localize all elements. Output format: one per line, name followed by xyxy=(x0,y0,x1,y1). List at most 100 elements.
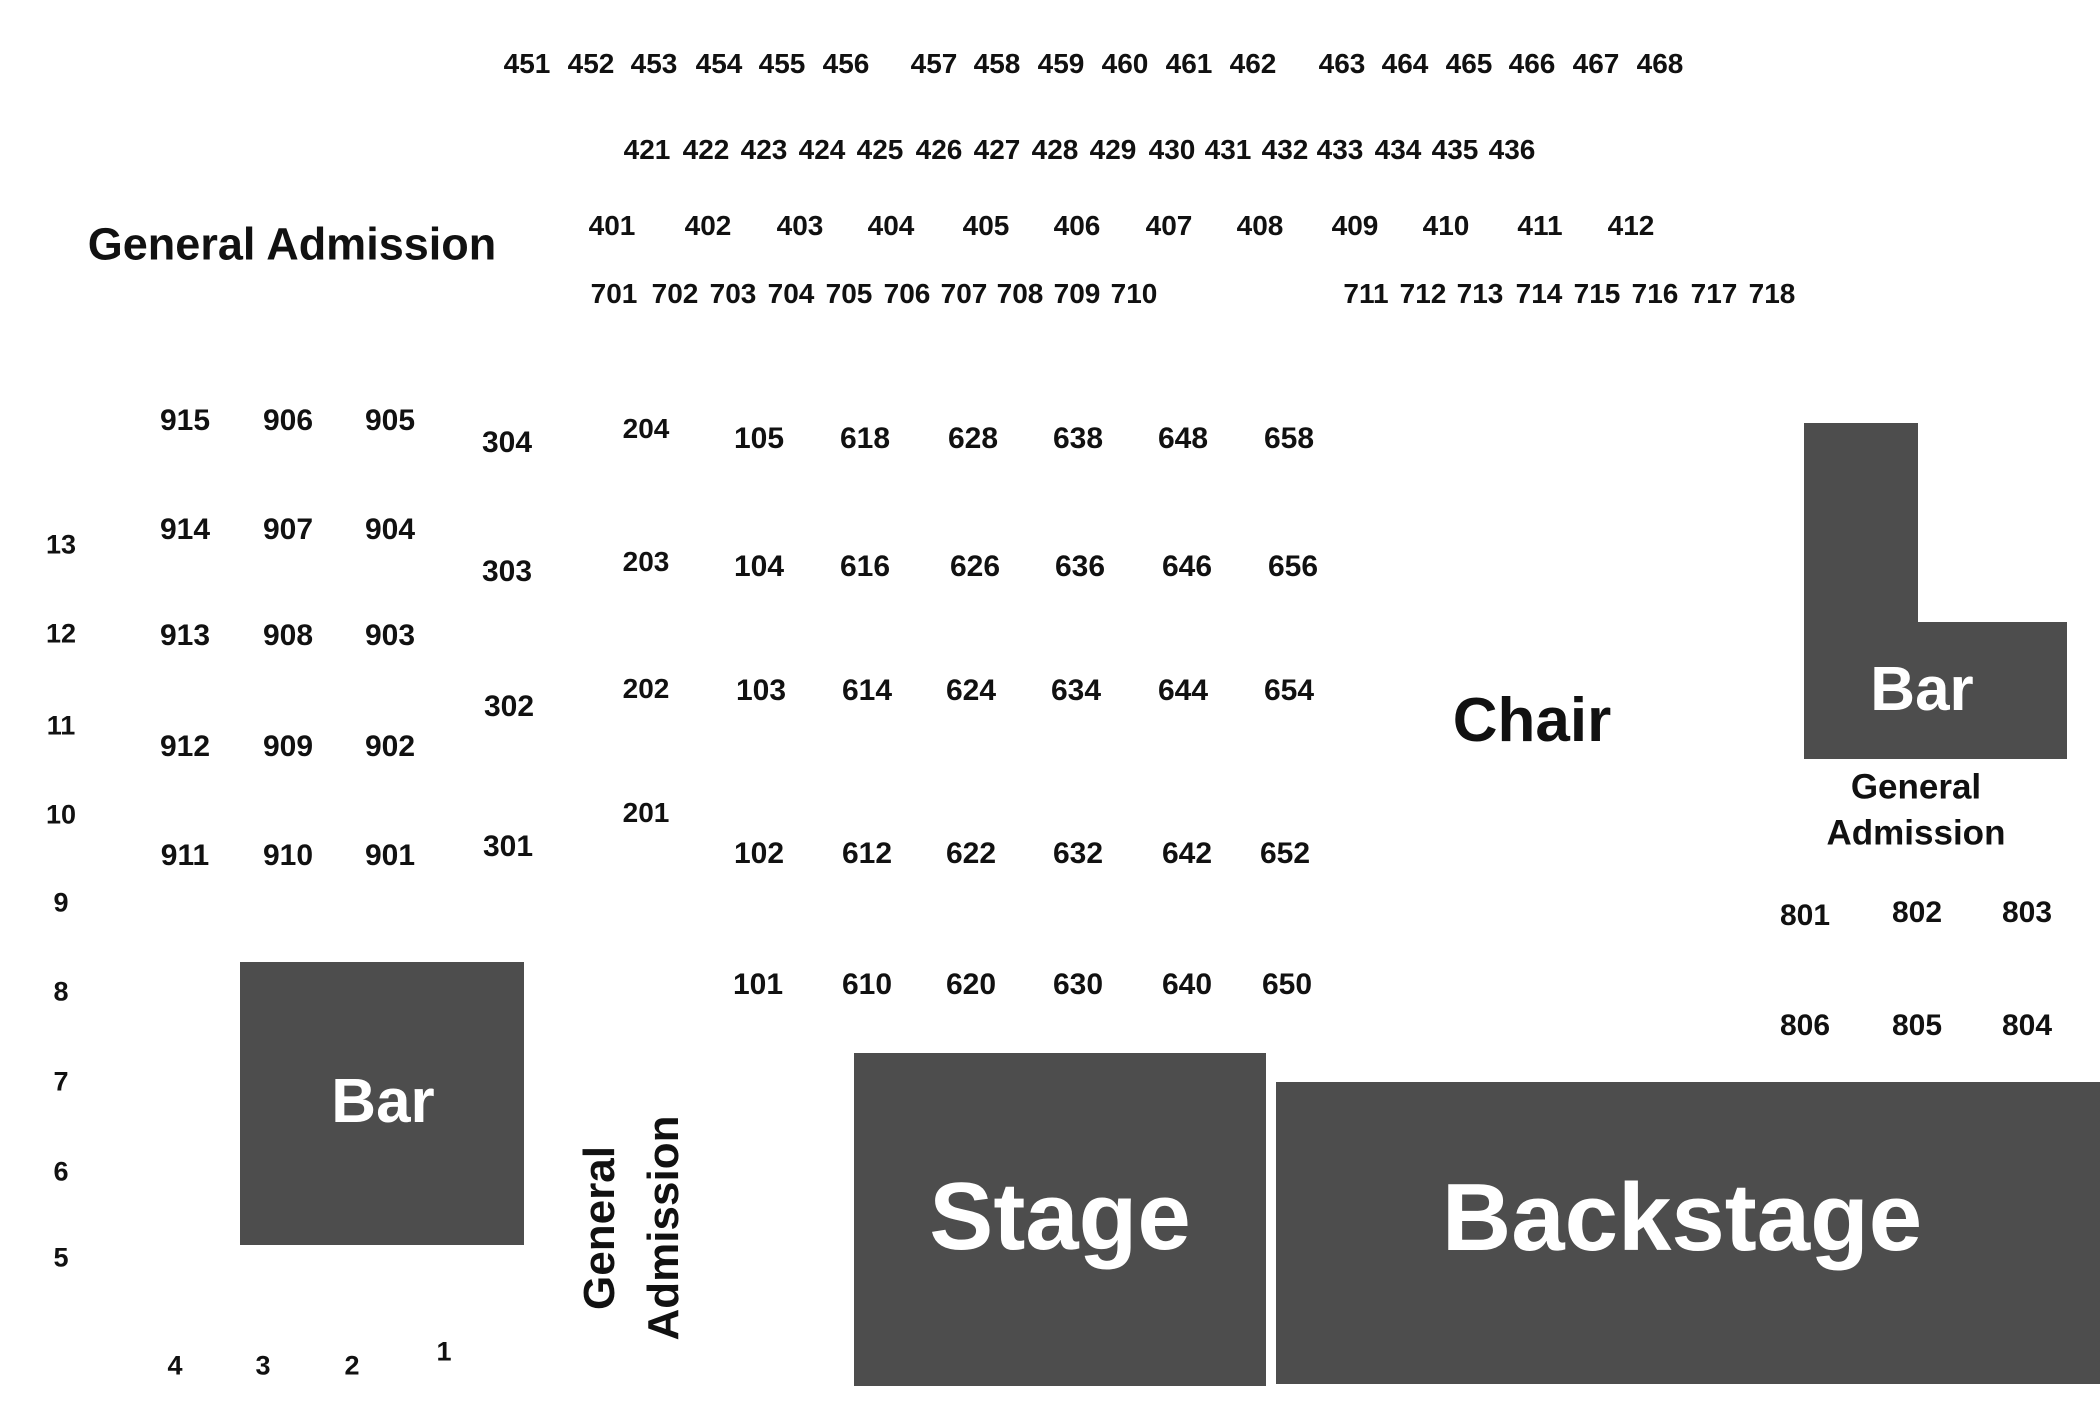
section-label-403: 403 xyxy=(776,210,824,241)
section-label-804: 804 xyxy=(2001,1009,2053,1042)
section-label-422: 422 xyxy=(682,134,730,165)
section-label-712: 712 xyxy=(1399,278,1447,309)
section-label-462: 462 xyxy=(1229,48,1277,79)
section-label-411: 411 xyxy=(1517,210,1563,241)
section-label-10: 10 xyxy=(45,799,77,830)
section-label-906: 906 xyxy=(262,404,314,437)
section-label-616: 616 xyxy=(839,550,891,583)
section-label-101: 101 xyxy=(732,968,784,1001)
section-label-902: 902 xyxy=(364,730,416,763)
section-label-705: 705 xyxy=(825,278,873,309)
section-label-459: 459 xyxy=(1037,48,1085,79)
section-label-7: 7 xyxy=(53,1066,69,1097)
section-label-706: 706 xyxy=(883,278,931,309)
section-label-454: 454 xyxy=(695,48,743,79)
section-label-708: 708 xyxy=(996,278,1044,309)
general-admission-label-top: General Admission xyxy=(87,218,497,270)
section-label-802: 802 xyxy=(1891,896,1943,929)
section-label-427: 427 xyxy=(973,134,1021,165)
section-label-433: 433 xyxy=(1316,134,1364,165)
section-label-620: 620 xyxy=(945,968,997,1001)
section-label-431: 431 xyxy=(1204,134,1252,165)
section-label-915: 915 xyxy=(159,404,211,437)
section-label-304: 304 xyxy=(481,426,533,459)
section-label-640: 640 xyxy=(1161,968,1213,1001)
chair-area-label: Chair xyxy=(1452,686,1612,755)
section-label-903: 903 xyxy=(364,619,416,652)
section-label-654: 654 xyxy=(1263,674,1315,707)
bar-right-label: Bar xyxy=(1870,655,1974,724)
section-label-610: 610 xyxy=(841,968,893,1001)
section-label-710: 710 xyxy=(1110,278,1158,309)
section-label-803: 803 xyxy=(2001,896,2053,929)
section-label-704: 704 xyxy=(767,278,815,309)
section-label-456: 456 xyxy=(822,48,870,79)
section-label-624: 624 xyxy=(945,674,997,707)
section-label-468: 468 xyxy=(1636,48,1684,79)
section-label-805: 805 xyxy=(1891,1009,1943,1042)
section-label-432: 432 xyxy=(1261,134,1309,165)
section-label-648: 648 xyxy=(1157,422,1209,455)
backstage-block: Backstage xyxy=(1276,1082,2100,1384)
section-label-622: 622 xyxy=(945,837,997,870)
section-label-911: 911 xyxy=(160,839,210,872)
section-label-102: 102 xyxy=(733,837,785,870)
section-label-203: 203 xyxy=(622,546,670,577)
section-label-13: 13 xyxy=(45,529,77,560)
section-label-618: 618 xyxy=(839,422,891,455)
section-label-12: 12 xyxy=(45,618,77,649)
section-label-650: 650 xyxy=(1261,968,1313,1001)
section-label-907: 907 xyxy=(262,513,314,546)
section-label-614: 614 xyxy=(841,674,893,707)
section-label-646: 646 xyxy=(1161,550,1213,583)
section-label-713: 713 xyxy=(1456,278,1504,309)
section-label-632: 632 xyxy=(1052,837,1104,870)
section-label-626: 626 xyxy=(949,550,1001,583)
general-admission-label-vertical: General Admission xyxy=(575,1115,688,1341)
section-label-638: 638 xyxy=(1052,422,1104,455)
section-label-711: 711 xyxy=(1343,278,1389,309)
section-label-1: 1 xyxy=(436,1336,452,1367)
section-label-424: 424 xyxy=(798,134,846,165)
section-label-402: 402 xyxy=(684,210,732,241)
section-label-302: 302 xyxy=(483,690,535,723)
section-label-912: 912 xyxy=(159,730,211,763)
section-label-463: 463 xyxy=(1318,48,1366,79)
section-label-434: 434 xyxy=(1374,134,1422,165)
section-label-707: 707 xyxy=(940,278,988,309)
section-label-104: 104 xyxy=(733,550,785,583)
section-label-430: 430 xyxy=(1148,134,1196,165)
bar-left-label: Bar xyxy=(331,1067,435,1136)
section-label-404: 404 xyxy=(867,210,915,241)
section-label-423: 423 xyxy=(740,134,788,165)
section-label-429: 429 xyxy=(1089,134,1137,165)
section-label-630: 630 xyxy=(1052,968,1104,1001)
section-label-914: 914 xyxy=(159,513,211,546)
general-admission-label-right: General Admission xyxy=(1826,767,2006,853)
section-label-658: 658 xyxy=(1263,422,1315,455)
section-label-202: 202 xyxy=(622,673,670,704)
section-label-714: 714 xyxy=(1515,278,1563,309)
section-label-701: 701 xyxy=(590,278,638,309)
section-label-461: 461 xyxy=(1165,48,1213,79)
section-label-451: 451 xyxy=(503,48,551,79)
section-label-421: 421 xyxy=(623,134,671,165)
section-label-908: 908 xyxy=(262,619,314,652)
bar-right-block-lower: Bar xyxy=(1804,622,2067,759)
section-label-301: 301 xyxy=(482,830,534,863)
section-label-642: 642 xyxy=(1161,837,1213,870)
section-label-466: 466 xyxy=(1508,48,1556,79)
section-label-718: 718 xyxy=(1748,278,1796,309)
stage-block: Stage xyxy=(854,1053,1266,1386)
stage-label: Stage xyxy=(929,1163,1191,1270)
section-label-408: 408 xyxy=(1236,210,1284,241)
section-label-910: 910 xyxy=(262,839,314,872)
section-label-8: 8 xyxy=(53,976,69,1007)
section-label-656: 656 xyxy=(1267,550,1319,583)
section-label-452: 452 xyxy=(567,48,615,79)
section-label-901: 901 xyxy=(364,839,416,872)
section-label-455: 455 xyxy=(758,48,806,79)
section-label-806: 806 xyxy=(1779,1009,1831,1042)
section-label-103: 103 xyxy=(735,674,787,707)
